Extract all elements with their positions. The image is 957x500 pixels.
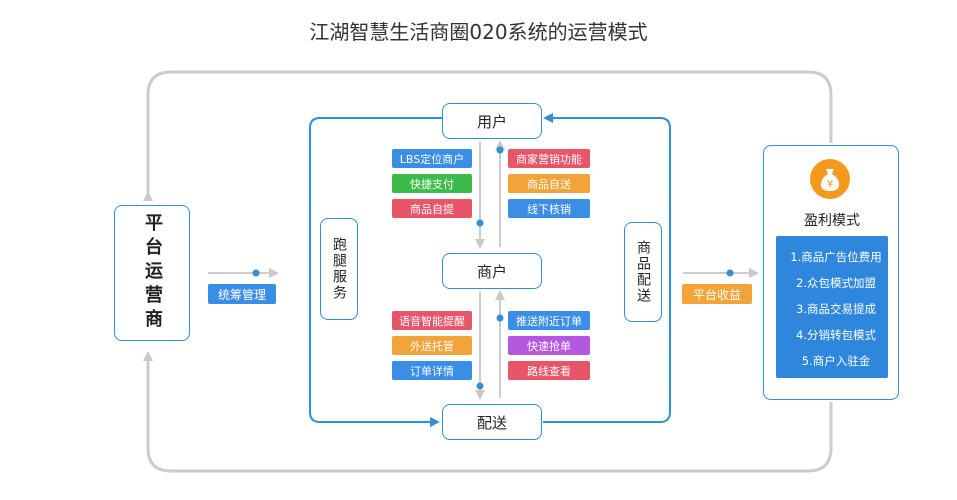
profit-item: 5.商户入驻金 xyxy=(801,354,871,368)
outer-loop-bottom xyxy=(143,351,833,473)
profit-list: 1.商品广告位费用 2.众包模式加盟 3.商品交易提成 4.分销转包模式 5.商… xyxy=(776,236,888,378)
tag-quick-pay: 快捷支付 xyxy=(392,174,472,193)
tag-delivery-hosting: 外送托管 xyxy=(392,336,472,355)
operator-label: 平台运营商 xyxy=(142,213,163,333)
node-delivery: 配送 xyxy=(442,404,542,440)
profit-item: 2.众包模式加盟 xyxy=(796,276,876,290)
side-box-errand: 跑腿服务 xyxy=(320,218,358,320)
side-label-errand: 跑腿服务 xyxy=(331,237,347,301)
svg-text:¥: ¥ xyxy=(827,179,833,190)
page-title: 江湖智慧生活商圈020系统的运营模式 xyxy=(309,20,648,44)
tag-merchant-marketing: 商家营销功能 xyxy=(508,149,590,168)
profit-item: 4.分销转包模式 xyxy=(796,328,876,342)
tag-lbs: LBS定位商户 xyxy=(392,149,472,168)
tag-voice-reminder: 语音智能提醒 xyxy=(392,311,472,330)
profit-model-box: ¥ 盈利模式 1.商品广告位费用 2.众包模式加盟 3.商品交易提成 4.分销转… xyxy=(763,145,899,400)
outer-loop-top xyxy=(143,70,833,201)
tag-self-delivery: 商品自送 xyxy=(508,174,590,193)
profit-title: 盈利模式 xyxy=(804,213,860,229)
operator-box: 平台运营商 xyxy=(114,205,190,341)
tag-route-view: 路线查看 xyxy=(508,361,590,380)
inner-loop-left xyxy=(309,117,442,427)
tag-order-details: 订单详情 xyxy=(392,361,472,380)
side-label-goods-delivery: 商品配送 xyxy=(635,240,651,304)
profit-item: 1.商品广告位费用 xyxy=(790,250,882,264)
inner-loop-right xyxy=(543,113,671,423)
profit-item: 3.商品交易提成 xyxy=(796,302,876,316)
node-user: 用户 xyxy=(442,103,542,139)
tag-self-pickup: 商品自提 xyxy=(392,199,472,218)
tag-push-nearby-orders: 推送附近订单 xyxy=(508,311,590,330)
tag-quick-grab: 快速抢单 xyxy=(508,336,590,355)
link-label-revenue: 平台收益 xyxy=(682,284,752,304)
node-merchant: 商户 xyxy=(442,253,542,289)
link-label-manage: 统筹管理 xyxy=(208,284,276,304)
money-bag-icon: ¥ xyxy=(810,159,850,199)
side-box-goods-delivery: 商品配送 xyxy=(624,222,662,322)
tag-offline-verify: 线下核销 xyxy=(508,199,590,218)
